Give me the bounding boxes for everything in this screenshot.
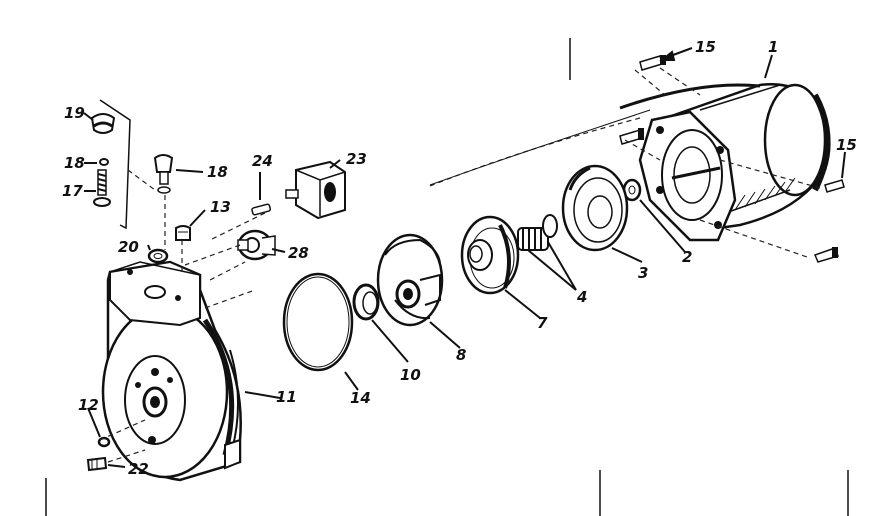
- drain-plug: [175, 225, 191, 241]
- housing-axis-line: [429, 109, 651, 186]
- small-nut: [99, 158, 109, 166]
- motor-bolt-left: [619, 128, 644, 145]
- scan-edge-lines: [45, 38, 849, 516]
- motor-bolt-bottom: [813, 247, 839, 263]
- motor-bolt-right: [824, 179, 845, 193]
- callout-22: 22: [128, 460, 149, 478]
- spring-guide: [127, 169, 156, 191]
- callout-1: 1: [768, 38, 778, 56]
- motor-guide-top: [659, 67, 701, 96]
- callout-18-right: 18: [207, 163, 228, 181]
- impeller: [460, 215, 520, 295]
- callout-3: 3: [638, 264, 648, 282]
- callout-12: 12: [78, 396, 99, 414]
- callout-8: 8: [456, 346, 466, 364]
- callout-14: 14: [350, 389, 371, 407]
- callout-18-left: 18: [64, 154, 85, 172]
- motor-bolt-top: [639, 55, 666, 71]
- callout-20: 20: [118, 238, 139, 256]
- bolt-guide-lines: [624, 69, 821, 259]
- pressure-switch: [285, 160, 346, 220]
- callout-11: 11: [276, 388, 297, 406]
- seal-plate: [561, 164, 629, 252]
- gauge-adapter: [237, 229, 276, 261]
- callout-4: 4: [576, 288, 587, 306]
- callout-2: 2: [682, 248, 692, 266]
- callout-23: 23: [346, 150, 367, 168]
- o-ring: [282, 272, 354, 372]
- spring-bolt: [93, 169, 111, 207]
- mounting-bracket: [99, 99, 131, 230]
- callout-10: 10: [400, 366, 421, 384]
- callout-15-top: 15: [695, 38, 716, 56]
- pump-housing: [101, 260, 242, 482]
- diffuser: [376, 233, 444, 327]
- leader-arrows: [83, 47, 846, 468]
- callout-28: 28: [288, 244, 309, 262]
- fill-cap: [90, 113, 116, 134]
- gasket-washer: [147, 248, 169, 264]
- wear-ring: [352, 283, 380, 321]
- callout-7: 7: [537, 314, 548, 332]
- callout-19: 19: [64, 104, 85, 122]
- connector-nipple: [251, 203, 272, 216]
- assembly-guides: [99, 195, 266, 463]
- callout-15-right: 15: [836, 136, 857, 154]
- drain-screw: [86, 456, 108, 472]
- motor-flange: [638, 110, 737, 242]
- washer: [622, 178, 642, 202]
- callout-24: 24: [252, 152, 273, 170]
- shaft-seal: [517, 214, 558, 251]
- callout-labels: 1 15 15 2 3 4 7 8 10 14 11 12 22 19 18 1…: [62, 38, 857, 478]
- priming-fitting: [153, 154, 174, 194]
- callout-13: 13: [210, 198, 231, 216]
- callout-17: 17: [62, 182, 83, 200]
